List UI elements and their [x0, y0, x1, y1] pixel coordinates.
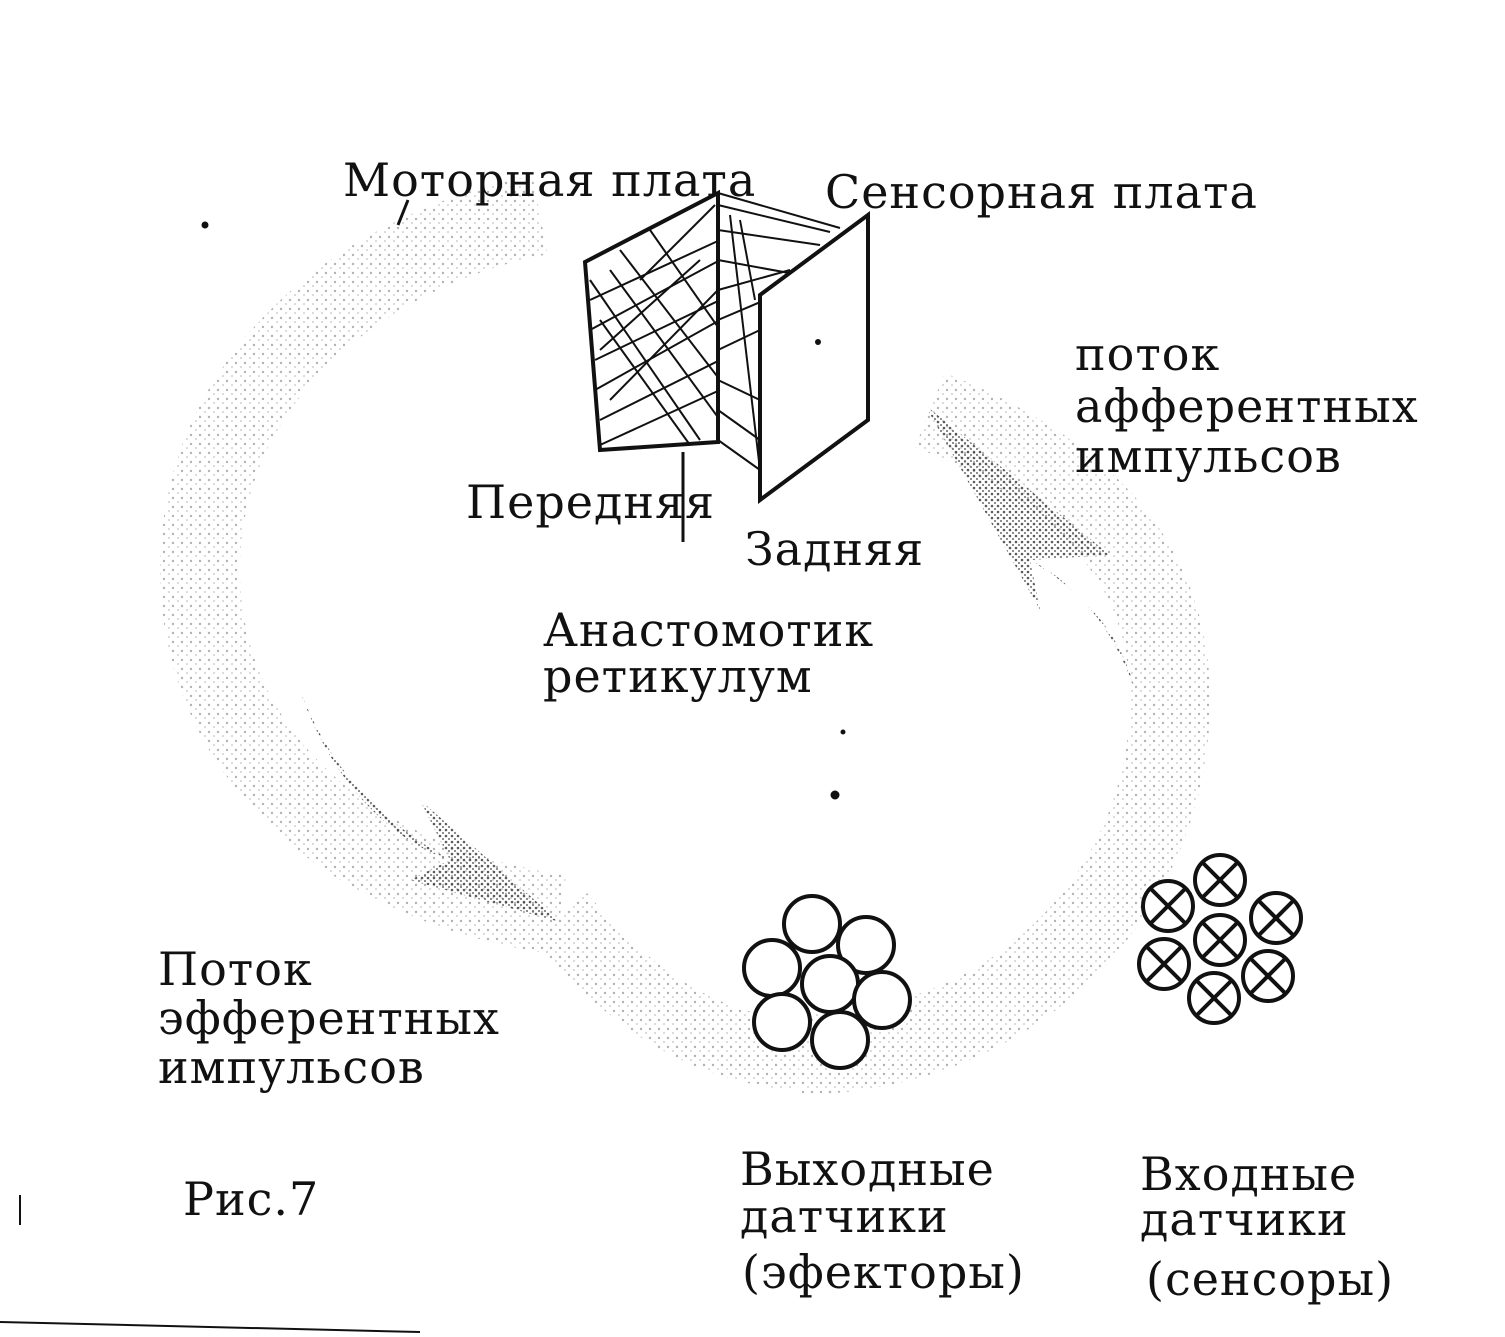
efferent-label-line-1: Поток	[158, 942, 313, 996]
crossed-circle-icon	[1141, 879, 1195, 933]
effector-circle	[836, 915, 896, 975]
sensor-plate	[758, 211, 870, 504]
afferent-arrow	[925, 405, 1135, 690]
scan-marks	[0, 221, 846, 1333]
motor-plate-label: Моторная плата	[343, 153, 757, 207]
effector-circle	[752, 992, 812, 1052]
sensor-plate-label: Сенсорная плата	[825, 165, 1258, 219]
figure-caption: Рис.7	[183, 1172, 320, 1226]
input-sensors-label-line-3: (сенсоры)	[1146, 1252, 1395, 1306]
pointer-lines	[396, 199, 685, 542]
effector-circle	[782, 894, 842, 954]
efferent-label-line-2: эфферентных	[158, 991, 500, 1045]
effector-cluster	[742, 894, 912, 1070]
motor-plate	[582, 189, 720, 453]
sensor-cluster	[1137, 853, 1303, 1025]
output-sensors-label-line-2: датчики	[740, 1189, 949, 1243]
reticulum-label-line-2: ретикулум	[543, 649, 813, 703]
afferent-label-line-3: импульсов	[1075, 429, 1342, 483]
input-sensors-label-line-1: Входные	[1140, 1147, 1358, 1201]
crossed-circle-icon	[1241, 949, 1295, 1003]
crossed-circle-icon	[1187, 971, 1241, 1025]
crossed-circle-icon	[1249, 891, 1303, 945]
front-label: Передняя	[466, 475, 716, 529]
effector-circle	[742, 938, 802, 998]
afferent-label-line-2: афферентных	[1075, 379, 1419, 433]
back-label: Задняя	[745, 522, 925, 576]
circulation-loop	[159, 175, 1211, 1095]
crossed-circle-icon	[1137, 937, 1191, 991]
input-sensors-label-line-2: датчики	[1140, 1192, 1349, 1246]
crossed-circle-icon	[1193, 853, 1247, 907]
effector-circle	[852, 970, 912, 1030]
afferent-label-line-1: поток	[1075, 327, 1221, 381]
reticulum-fibres	[717, 192, 841, 471]
effector-circle	[810, 1010, 870, 1070]
efferent-label-line-3: импульсов	[158, 1040, 425, 1094]
reticulum-label-line-1: Анастомотик	[543, 603, 875, 657]
output-sensors-label-line-1: Выходные	[740, 1142, 995, 1196]
efferent-arrow	[300, 690, 560, 922]
crossed-circle-icon	[1193, 913, 1247, 967]
effector-circle	[800, 954, 860, 1014]
output-sensors-label-line-3: (эфекторы)	[742, 1245, 1025, 1299]
